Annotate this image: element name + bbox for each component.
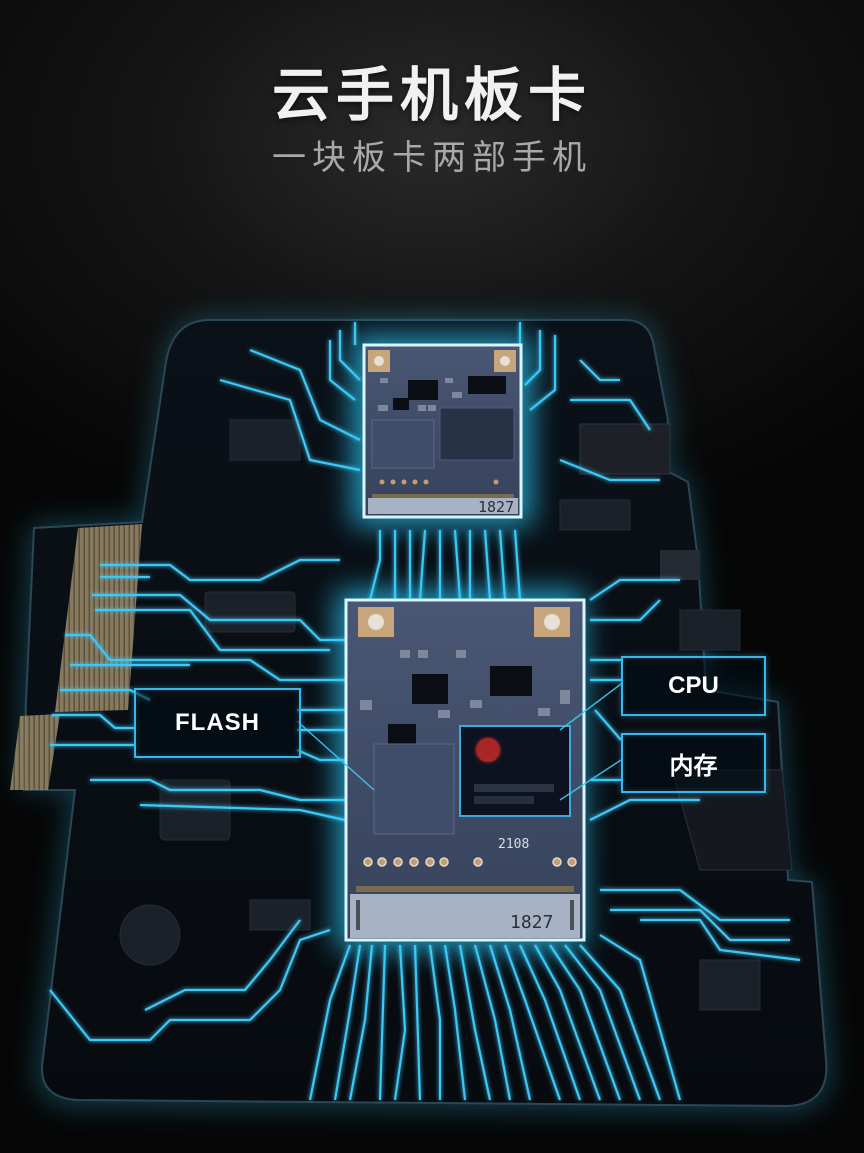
- label-leader-lines: [296, 683, 622, 801]
- top-phone-module: [362, 343, 523, 519]
- top-module-pmic-chip: [408, 380, 438, 400]
- right-connector-top: [579, 423, 671, 475]
- cpu-label-text: CPU: [668, 672, 719, 699]
- memory-label: 内存: [621, 733, 766, 793]
- bottom-phone-module: [344, 598, 586, 942]
- soc-logo-icon: [476, 738, 500, 762]
- right-usb-port: [660, 550, 700, 580]
- bottom-module-serial: 1827: [510, 912, 553, 933]
- flash-label: FLASH: [134, 688, 301, 758]
- flash-label-text: FLASH: [175, 709, 260, 736]
- pcie-gold-fingers-lower: [10, 714, 60, 790]
- circuit-traces: [49, 322, 801, 1101]
- cpu-label: CPU: [621, 656, 766, 716]
- bottom-module-flash-chip: [373, 743, 455, 835]
- page-subtitle: 一块板卡两部手机: [272, 138, 592, 178]
- board-components: [119, 419, 761, 1011]
- top-module-ram-chip: [439, 407, 515, 461]
- bottom-module-marking: 2108: [498, 837, 529, 852]
- top-module-flash-chip: [371, 419, 435, 469]
- memory-label-text: 内存: [669, 752, 718, 780]
- top-module-serial: 1827: [478, 498, 514, 516]
- page-title: 云手机板卡: [271, 61, 592, 129]
